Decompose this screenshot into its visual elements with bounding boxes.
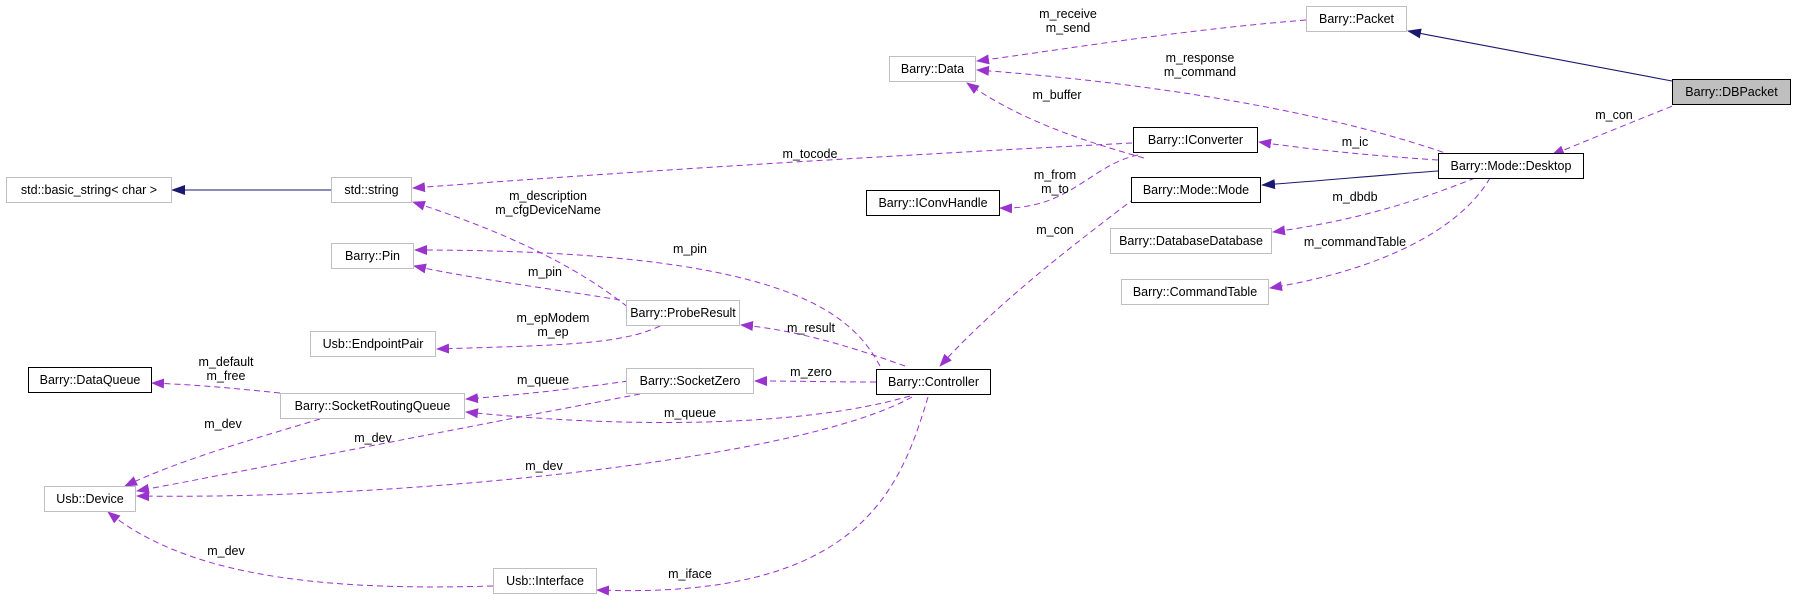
label-m-dev-routing: m_dev xyxy=(204,417,242,431)
label-m-command: m_command xyxy=(1163,65,1237,79)
edge-controller-device xyxy=(136,396,913,502)
edge-routing-device xyxy=(124,418,321,487)
label-m-con-desktop: m_con xyxy=(1595,108,1633,122)
node-cmdtable[interactable]: Barry::CommandTable xyxy=(1121,279,1269,305)
label-m-from: m_from xyxy=(1033,168,1077,182)
label-m-free: m_free xyxy=(206,369,246,383)
node-desktop[interactable]: Barry::Mode::Desktop xyxy=(1438,153,1584,179)
label-m-dbdb: m_dbdb xyxy=(1332,190,1378,204)
label-m-cfgdevicename: m_cfgDeviceName xyxy=(495,203,601,217)
label-m-ic: m_ic xyxy=(1341,135,1369,149)
label-m-commandtable: m_commandTable xyxy=(1303,235,1407,249)
label-default-free: m_default m_free xyxy=(186,355,266,383)
node-data[interactable]: Barry::Data xyxy=(889,56,976,82)
node-controller[interactable]: Barry::Controller xyxy=(876,369,991,395)
label-m-ep: m_ep xyxy=(537,325,569,339)
label-m-result: m_result xyxy=(787,321,835,335)
label-from-to: m_from m_to xyxy=(1020,168,1090,196)
label-response-command: m_response m_command xyxy=(1150,51,1250,79)
label-m-pin-probe: m_pin xyxy=(527,265,563,279)
label-m-queue-socketzero: m_queue xyxy=(516,373,570,387)
node-probe[interactable]: Barry::ProbeResult xyxy=(626,300,740,326)
node-iconverter[interactable]: Barry::IConverter xyxy=(1133,127,1258,153)
label-m-buffer: m_buffer xyxy=(1032,88,1082,102)
edge-probe-string xyxy=(412,200,651,327)
edge-mode-controller xyxy=(939,197,1136,367)
edge-socketzero-routing xyxy=(465,380,629,404)
node-iconvhandle[interactable]: Barry::IConvHandle xyxy=(866,190,1000,216)
edge-desktop-cmdtable xyxy=(1269,177,1491,291)
node-endpoint[interactable]: Usb::EndpointPair xyxy=(310,331,436,357)
node-dataqueue[interactable]: Barry::DataQueue xyxy=(28,367,152,393)
label-m-pin-controller: m_pin xyxy=(672,242,708,256)
node-socketzero[interactable]: Barry::SocketZero xyxy=(626,368,754,394)
label-m-dev-iface: m_dev xyxy=(207,544,245,558)
label-m-epmodem: m_epModem xyxy=(516,311,590,325)
label-epmodem-ep: m_epModem m_ep xyxy=(503,311,603,339)
label-receive-send: m_receive m_send xyxy=(1023,7,1113,35)
edge-iconverter-string xyxy=(412,142,1133,193)
node-iface[interactable]: Usb::Interface xyxy=(493,568,597,594)
node-pin[interactable]: Barry::Pin xyxy=(331,243,414,269)
edge-controller-pin xyxy=(414,245,881,367)
edge-desktop-iconverter xyxy=(1258,138,1439,161)
label-m-receive: m_receive xyxy=(1039,7,1097,21)
label-m-default: m_default xyxy=(198,355,254,369)
edge-iconverter-data xyxy=(966,82,1145,159)
edge-dbpacket-desktop xyxy=(1551,94,1701,156)
node-mode[interactable]: Barry::Mode::Mode xyxy=(1131,177,1261,203)
inherit-dbpacket-packet xyxy=(1407,28,1673,82)
edge-controller-iface xyxy=(596,396,929,596)
edge-probe-endpoint xyxy=(436,325,661,354)
node-dbpacket[interactable]: Barry::DBPacket xyxy=(1672,79,1791,105)
node-string[interactable]: std::string xyxy=(331,177,412,203)
edge-packet-data xyxy=(976,19,1307,65)
label-m-response: m_response xyxy=(1165,51,1235,65)
label-description-cfg: m_description m_cfgDeviceName xyxy=(478,189,618,217)
label-m-tocode: m_tocode xyxy=(782,147,838,161)
label-m-queue-controller: m_queue xyxy=(663,406,717,420)
label-m-to: m_to xyxy=(1041,182,1069,196)
label-m-dev-socketzero: m_dev xyxy=(354,431,392,445)
label-m-send: m_send xyxy=(1045,21,1091,35)
node-packet[interactable]: Barry::Packet xyxy=(1306,6,1407,32)
edge-controller-routing xyxy=(465,395,911,424)
node-dbdb[interactable]: Barry::DatabaseDatabase xyxy=(1110,228,1272,254)
node-device[interactable]: Usb::Device xyxy=(44,486,136,512)
label-m-description: m_description xyxy=(509,189,587,203)
edge-socketzero-device xyxy=(136,393,641,494)
edge-probe-pin xyxy=(413,263,621,301)
node-basic-string[interactable]: std::basic_string< char > xyxy=(6,177,172,203)
label-m-zero: m_zero xyxy=(790,365,832,379)
label-m-con-mode: m_con xyxy=(1036,223,1074,237)
edge-desktop-dbdb xyxy=(1272,177,1476,236)
edge-iface-device xyxy=(107,511,494,588)
edge-controller-socketzero xyxy=(754,376,877,387)
node-routing[interactable]: Barry::SocketRoutingQueue xyxy=(280,393,465,419)
edge-controller-probe xyxy=(740,321,906,367)
edge-routing-dataqueue xyxy=(151,378,281,394)
label-m-iface: m_iface xyxy=(668,567,712,581)
inherit-desktop-mode xyxy=(1261,170,1439,190)
edge-desktop-data xyxy=(976,65,1463,160)
label-m-dev-controller: m_dev xyxy=(525,459,563,473)
